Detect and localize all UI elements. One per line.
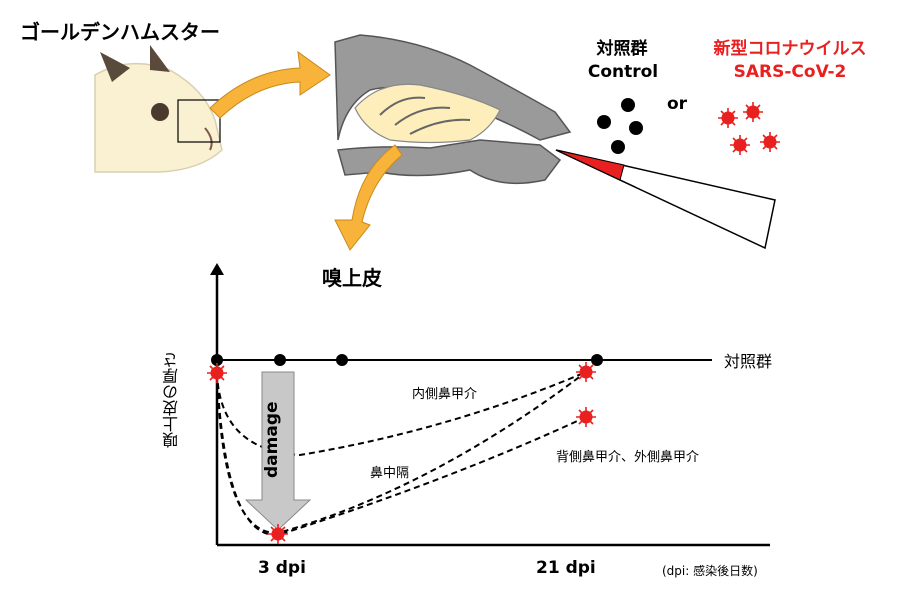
curve-dorsal-lateral bbox=[216, 372, 587, 537]
hamster-eye-icon bbox=[151, 103, 169, 121]
x-axis-note: (dpi: 感染後日数) bbox=[662, 564, 758, 578]
control-series bbox=[211, 354, 712, 366]
virus-icon bbox=[268, 524, 288, 544]
y-axis-label: 嗅上皮の厚さ bbox=[162, 352, 181, 448]
hamster-title: ゴールデンハムスター bbox=[20, 20, 220, 44]
y-axis-arrow-icon bbox=[210, 263, 224, 275]
infection-curves bbox=[216, 371, 587, 537]
series-label-endoturbinate: 内側鼻甲介 bbox=[412, 387, 478, 402]
control-dot-icon bbox=[611, 140, 625, 154]
virus-label: 新型コロナウイルス bbox=[713, 39, 867, 59]
x-tick-21dpi: 21 dpi bbox=[536, 558, 596, 578]
hamster-ear-icon bbox=[100, 52, 130, 82]
pipette-icon bbox=[555, 149, 776, 250]
damage-label: damage bbox=[262, 401, 282, 479]
olfactory-epithelium-label: 嗅上皮 bbox=[322, 266, 382, 290]
virus-icon bbox=[730, 135, 750, 155]
series-label-septum: 鼻中隔 bbox=[370, 466, 410, 481]
infected-markers bbox=[207, 362, 596, 544]
virus-icon bbox=[207, 363, 227, 383]
control-group-label: 対照群 bbox=[596, 39, 648, 59]
control-point bbox=[591, 354, 603, 366]
virus-icon bbox=[576, 407, 596, 427]
control-particles bbox=[597, 98, 643, 154]
zoom-box bbox=[177, 99, 221, 143]
virus-icon bbox=[760, 132, 780, 152]
control-dot-icon bbox=[597, 115, 611, 129]
series-label-dorsal-lateral: 背側鼻甲介、外側鼻甲介 bbox=[556, 450, 700, 465]
control-dot-icon bbox=[629, 121, 643, 135]
down-arrow-icon bbox=[334, 144, 403, 251]
control-dot-icon bbox=[621, 98, 635, 112]
or-label: or bbox=[667, 94, 688, 114]
virus-particles bbox=[718, 102, 780, 155]
x-tick-3dpi: 3 dpi bbox=[258, 558, 306, 578]
virus-icon bbox=[743, 102, 763, 122]
control-point bbox=[336, 354, 348, 366]
virus-icon bbox=[576, 362, 596, 382]
control-group-label-en: Control bbox=[587, 62, 659, 82]
hamster-illustration bbox=[94, 45, 223, 173]
zoom-arrow-icon bbox=[209, 50, 331, 119]
virus-label-en: SARS-CoV-2 bbox=[733, 62, 847, 82]
damage-arrow-icon bbox=[244, 371, 312, 531]
control-point bbox=[211, 354, 223, 366]
nasal-cavity-illustration bbox=[334, 34, 572, 185]
control-series-label: 対照群 bbox=[724, 352, 773, 371]
virus-icon bbox=[718, 108, 738, 128]
curve-endoturbinate bbox=[216, 371, 587, 457]
control-point bbox=[274, 354, 286, 366]
chart-axes bbox=[210, 263, 770, 547]
